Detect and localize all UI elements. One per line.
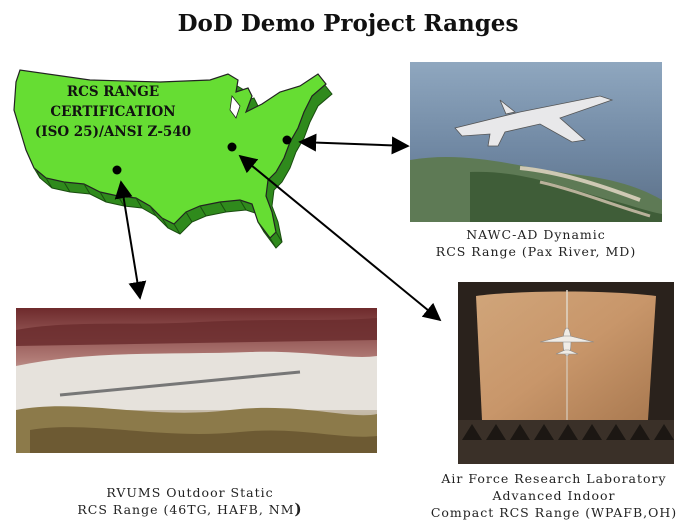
caption-nawc: NAWC-AD Dynamic RCS Range (Pax River, MD… (400, 226, 672, 260)
map-label-line3: (ISO 25)/ANSI Z-540 (34, 124, 192, 140)
caption-afrl-line1: Air Force Research Laboratory (441, 471, 667, 486)
caption-nawc-line1: NAWC-AD Dynamic (466, 227, 606, 242)
photo-nawc (410, 62, 662, 222)
map-label-line2: CERTIFICATION (50, 104, 176, 120)
caption-rvums-line1: RVUMS Outdoor Static (106, 485, 274, 500)
caption-afrl-line2: Advanced Indoor (492, 488, 616, 503)
map-label-line1: RCS RANGE (66, 84, 160, 100)
caption-rvums: RVUMS Outdoor Static RCS Range (46TG, HA… (40, 484, 340, 518)
caption-rvums-line2: RCS Range (46TG, HAFB, NM (77, 502, 295, 517)
dot-maryland (282, 135, 292, 145)
caption-afrl-line3: Compact RCS Range (WPAFB,OH) (430, 505, 678, 520)
arrow-map-to-nawc (298, 133, 410, 155)
photo-afrl (458, 282, 674, 464)
caption-nawc-line2: RCS Range (Pax River, MD) (435, 244, 637, 259)
photo-rvums (16, 308, 377, 453)
dot-ohio (227, 142, 237, 152)
target-aircraft-model (539, 327, 595, 357)
caption-rvums-close-paren: ) (294, 500, 303, 518)
great-lakes (229, 95, 241, 119)
arrow-map-to-rvums (114, 180, 147, 300)
map-label: RCS RANGE CERTIFICATION (ISO 25)/ANSI Z-… (8, 82, 218, 142)
jet-aircraft (454, 95, 614, 147)
dot-new-mexico (112, 165, 122, 175)
page-title: DoD Demo Project Ranges (177, 10, 519, 37)
caption-afrl: Air Force Research Laboratory Advanced I… (415, 470, 693, 521)
connector-arrows (114, 133, 442, 322)
arrow-map-to-afrl (238, 154, 442, 322)
